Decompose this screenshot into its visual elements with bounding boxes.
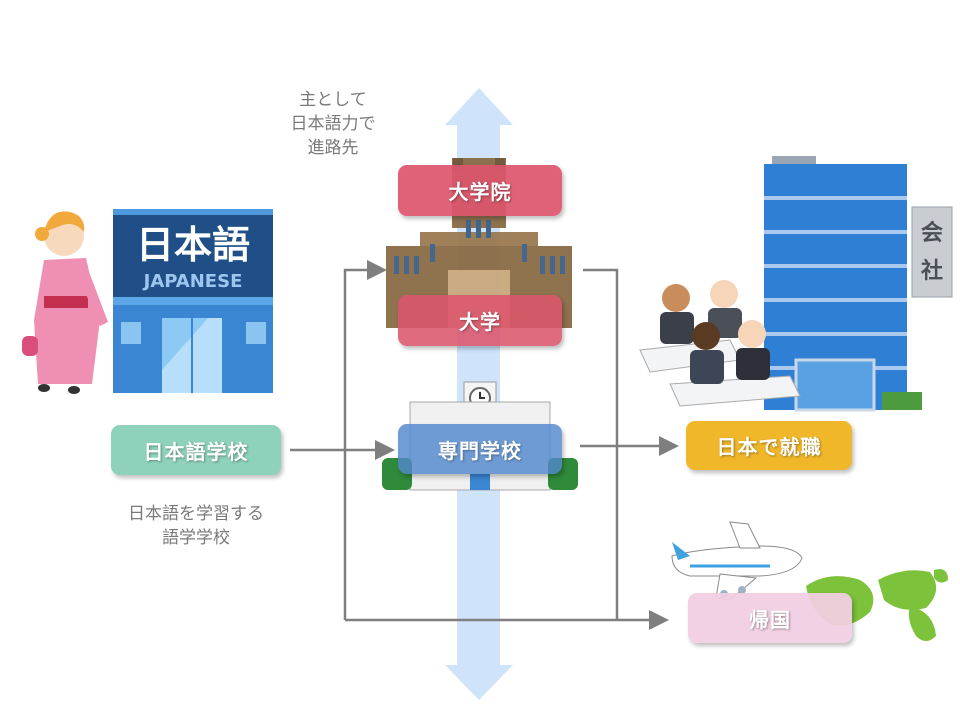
- school-sign-sub: JAPANESE: [142, 271, 243, 292]
- connector-lines: [290, 260, 679, 630]
- caption-line-2: 語学学校: [162, 528, 230, 548]
- company-building-illustration: 会 社: [764, 156, 953, 412]
- caption-line-1: 日本語を学習する: [128, 504, 264, 524]
- arrow-to-university: [343, 260, 387, 620]
- top-note: 主として 日本語力で 進路先: [270, 88, 396, 160]
- node-university: 大学: [398, 295, 562, 346]
- node-graduate-school: 大学院: [398, 165, 562, 216]
- company-sign-char-2: 社: [921, 258, 943, 284]
- job-interview-people-illustration: [639, 280, 801, 407]
- japanese-school-building-illustration: 日本語 JAPANESE: [113, 209, 273, 393]
- japanese-school-caption: 日本語を学習する 語学学校: [96, 502, 296, 550]
- node-vocational-school: 専門学校: [398, 424, 562, 474]
- company-sign-char-1: 会: [921, 220, 943, 246]
- airplane-illustration: [671, 521, 803, 601]
- node-employment: 日本で就職: [686, 421, 852, 470]
- node-japanese-school: 日本語学校: [111, 425, 281, 475]
- connector-university-right: [583, 268, 619, 620]
- node-return-home: 帰国: [688, 593, 852, 643]
- top-note-line-3: 進路先: [307, 138, 359, 158]
- top-note-line-1: 主として: [299, 90, 367, 110]
- top-note-line-2: 日本語力で: [290, 114, 376, 134]
- school-sign-main: 日本語: [136, 223, 250, 267]
- woman-kimono-illustration: [22, 211, 108, 394]
